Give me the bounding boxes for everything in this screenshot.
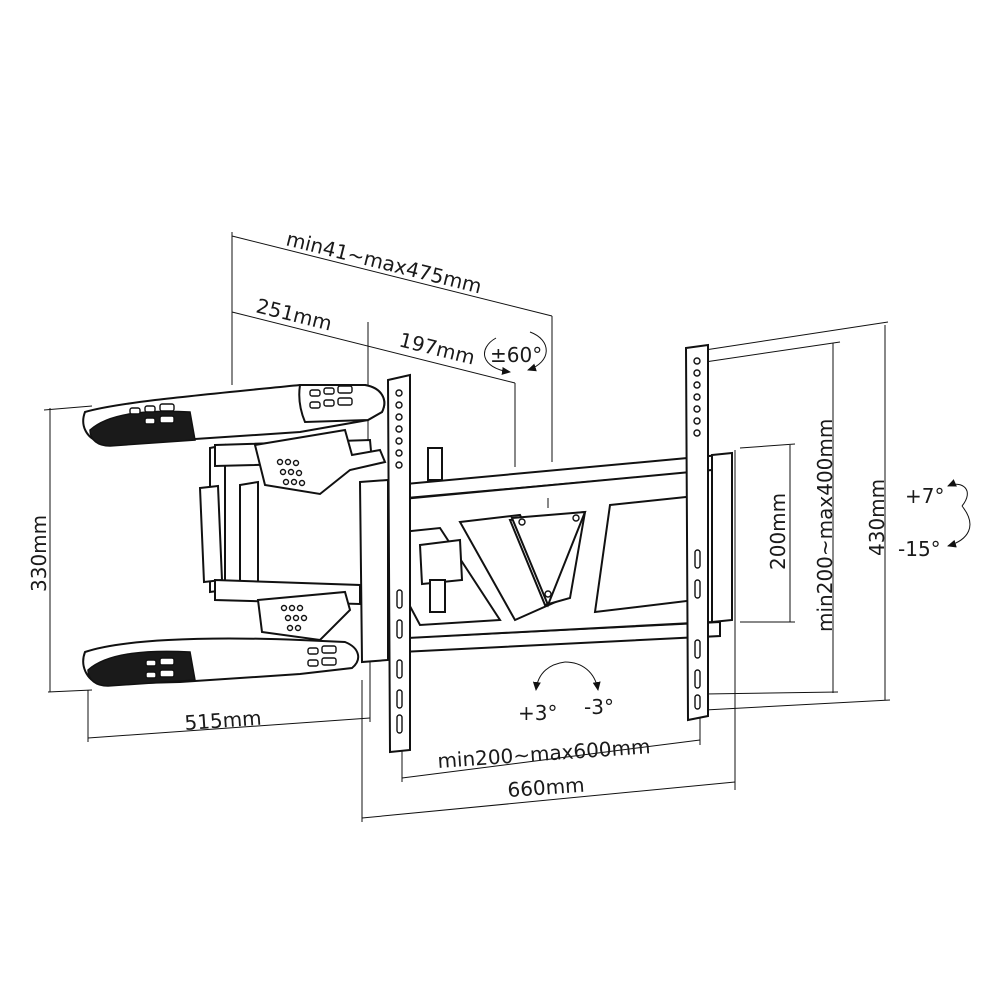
height-total-label: 430mm [865,479,889,556]
level-minus-label: -3° [584,695,614,719]
vesa-horizontal-label: min200~max600mm [437,734,652,773]
extension-label: min41~max475mm [284,227,484,299]
level-arrow-icon [532,661,566,691]
tilt-arrow-icon [947,479,968,507]
dimension-lines [43,232,891,822]
vesa-vertical-label: min200~max400mm [813,419,837,632]
tv-mount-illustration [82,343,733,754]
wall-plate-height-label: 330mm [27,515,51,592]
level-plus-label: +3° [518,701,557,725]
rotation-arrows [484,331,971,691]
swivel-label: ±60° [490,343,542,367]
wall-plate-depth-label: 515mm [184,706,263,735]
swivel-arrow-icon [484,337,511,375]
center-height-label: 200mm [766,493,790,570]
tilt-down-label: -15° [898,537,941,561]
arm-first-label: 251mm [254,294,335,336]
width-total-label: 660mm [507,773,586,802]
tilt-up-label: +7° [905,484,944,508]
